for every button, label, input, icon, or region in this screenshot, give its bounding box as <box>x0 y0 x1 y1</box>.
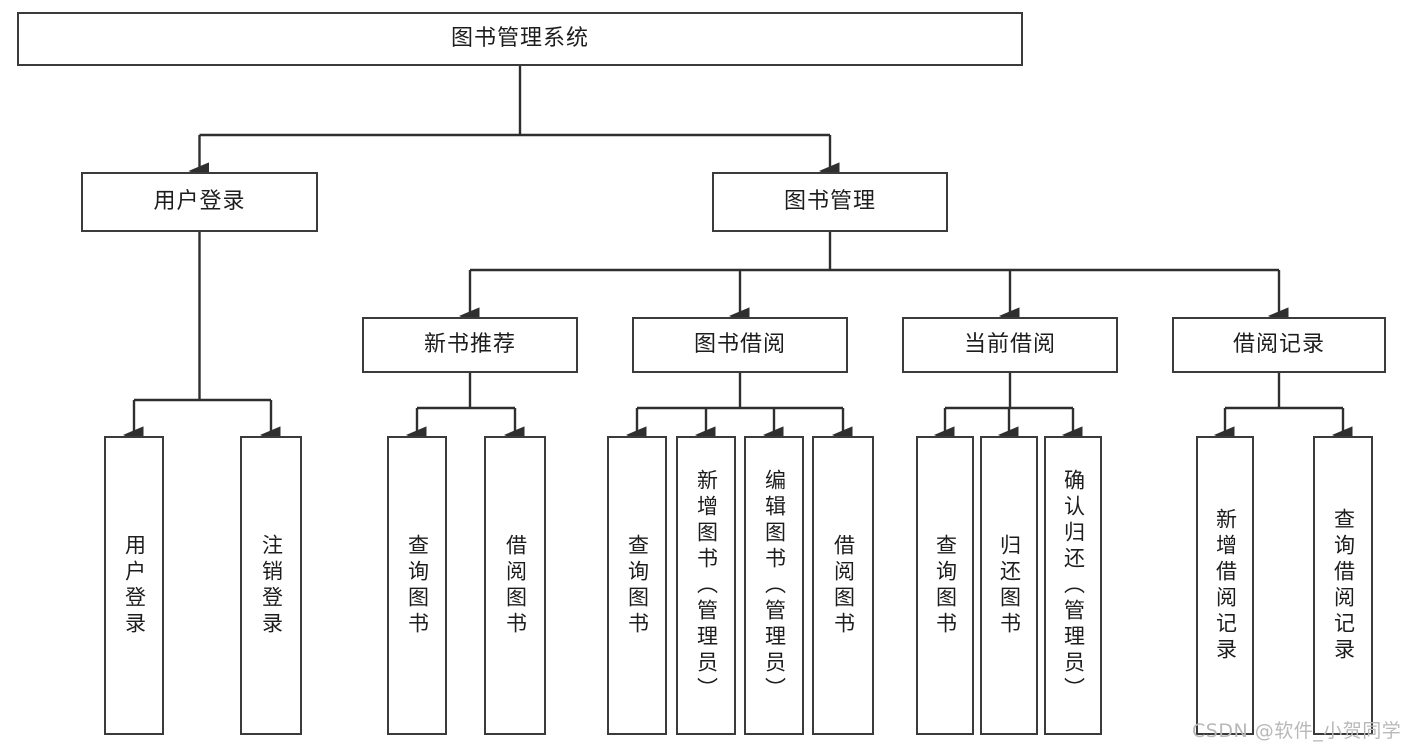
node-label: 查询借阅记录 <box>1331 507 1356 664</box>
node-label: 查询图书 <box>405 533 430 638</box>
node-new-book-rec: 新书推荐 <box>362 317 578 373</box>
node-label: 借阅记录 <box>1232 332 1325 358</box>
node-leaf-query-book-a: 查询图书 <box>387 436 447 735</box>
node-label: 编辑图书（管理员） <box>762 468 787 703</box>
node-label: 新书推荐 <box>423 332 516 358</box>
node-leaf-logout: 注销登录 <box>240 436 302 735</box>
node-current-borrow: 当前借阅 <box>902 317 1118 373</box>
node-leaf-return-book: 归还图书 <box>980 436 1038 735</box>
node-label: 用户登录 <box>153 189 246 215</box>
node-login: 用户登录 <box>81 172 318 232</box>
node-label: 图书管理 <box>783 189 876 215</box>
node-label: 注销登录 <box>259 533 284 638</box>
node-label: 当前借阅 <box>963 332 1056 358</box>
node-leaf-query-record: 查询借阅记录 <box>1313 436 1373 735</box>
node-label: 图书借阅 <box>693 332 786 358</box>
node-book-borrow: 图书借阅 <box>632 317 848 373</box>
node-leaf-borrow-book-b: 借阅图书 <box>812 436 874 735</box>
node-label: 新增借阅记录 <box>1213 507 1238 664</box>
node-leaf-query-book-c: 查询图书 <box>916 436 974 735</box>
node-label: 确认归还（管理员） <box>1061 468 1086 703</box>
node-leaf-edit-book: 编辑图书（管理员） <box>744 436 804 735</box>
node-borrow-record: 借阅记录 <box>1172 317 1386 373</box>
node-leaf-query-book-b: 查询图书 <box>607 436 667 735</box>
node-leaf-borrow-book-a: 借阅图书 <box>484 436 546 735</box>
node-label: 归还图书 <box>997 533 1022 638</box>
node-label: 借阅图书 <box>831 533 856 638</box>
node-label: 新增图书（管理员） <box>694 468 719 703</box>
node-book-mgmt: 图书管理 <box>712 172 948 232</box>
node-leaf-add-record: 新增借阅记录 <box>1196 436 1254 735</box>
node-leaf-user-login: 用户登录 <box>104 436 164 735</box>
node-root: 图书管理系统 <box>17 12 1023 66</box>
node-label: 用户登录 <box>122 533 147 638</box>
node-label: 查询图书 <box>933 533 958 638</box>
node-leaf-confirm-return: 确认归还（管理员） <box>1044 436 1102 735</box>
node-label: 图书管理系统 <box>450 26 589 52</box>
node-label: 借阅图书 <box>503 533 528 638</box>
csdn-watermark: CSDN @软件_小贺同学 <box>1192 720 1402 742</box>
node-label: 查询图书 <box>625 533 650 638</box>
node-leaf-add-book: 新增图书（管理员） <box>676 436 736 735</box>
